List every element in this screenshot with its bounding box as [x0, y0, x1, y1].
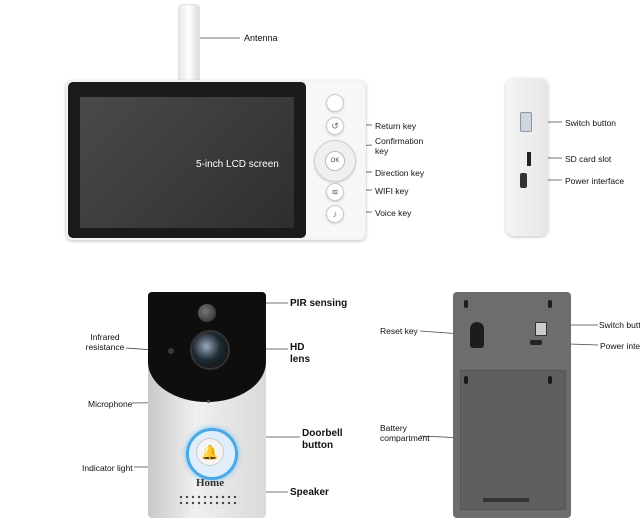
brand-logo: Home — [196, 477, 225, 489]
battery-compartment — [460, 370, 566, 510]
label-doorbell-button: Doorbell button — [302, 428, 343, 451]
label-switch-button: Switch button — [565, 118, 617, 128]
label-power-interface: Power interface — [565, 176, 625, 186]
wifi-key[interactable]: ≋ — [326, 183, 344, 201]
label-voice-key: Voice key — [375, 208, 412, 218]
hd-lens — [190, 330, 230, 370]
label-speaker: Speaker — [290, 487, 329, 498]
infrared-sensor — [168, 348, 174, 354]
back-switch-button[interactable] — [535, 322, 547, 336]
mount-hole — [548, 300, 552, 308]
label-direction-key: Direction key — [375, 168, 425, 178]
mount-hole — [464, 300, 468, 308]
label-battery-compartment: Battery compartment — [380, 423, 430, 443]
mount-hole — [548, 376, 552, 384]
power-interface[interactable] — [520, 173, 527, 188]
label-sd-card-slot: SD card slot — [565, 154, 612, 164]
mount-hole — [464, 376, 468, 384]
lcd-screen-label: 5-inch LCD screen — [196, 159, 279, 170]
speaker-grille — [178, 494, 240, 508]
lcd-screen — [80, 97, 294, 228]
label-hd-lens: HD lens — [290, 342, 311, 365]
power-key[interactable] — [326, 94, 344, 112]
label-back-switch-button: Switch butt — [599, 320, 640, 330]
doorbell-button[interactable]: 🔔 — [196, 438, 224, 466]
antenna — [178, 4, 200, 86]
reset-key[interactable] — [470, 322, 484, 348]
label-back-power-interface: Power inte — [600, 341, 640, 351]
label-infrared-resistance: Infrared resistance — [85, 332, 125, 352]
back-power-interface[interactable] — [530, 340, 542, 345]
microphone — [207, 400, 210, 403]
label-antenna: Antenna — [244, 33, 278, 43]
bottom-slot — [483, 498, 529, 502]
label-indicator-light: Indicator light — [82, 463, 133, 473]
pir-sensor — [198, 304, 216, 322]
label-wifi-key: WIFI key — [375, 186, 409, 196]
label-reset-key: Reset key — [380, 326, 418, 336]
confirmation-key[interactable]: OK — [325, 151, 345, 171]
return-key[interactable]: ↺ — [326, 117, 344, 135]
label-pir-sensing: PIR sensing — [290, 298, 348, 309]
sd-card-slot[interactable] — [527, 152, 531, 166]
label-confirmation-key: Confirmation key — [375, 136, 424, 156]
indicator-light-ring — [186, 428, 238, 480]
switch-button[interactable] — [520, 112, 532, 132]
voice-key[interactable]: ♪ — [326, 205, 344, 223]
label-return-key: Return key — [375, 121, 417, 131]
label-microphone: Microphone — [88, 399, 133, 409]
